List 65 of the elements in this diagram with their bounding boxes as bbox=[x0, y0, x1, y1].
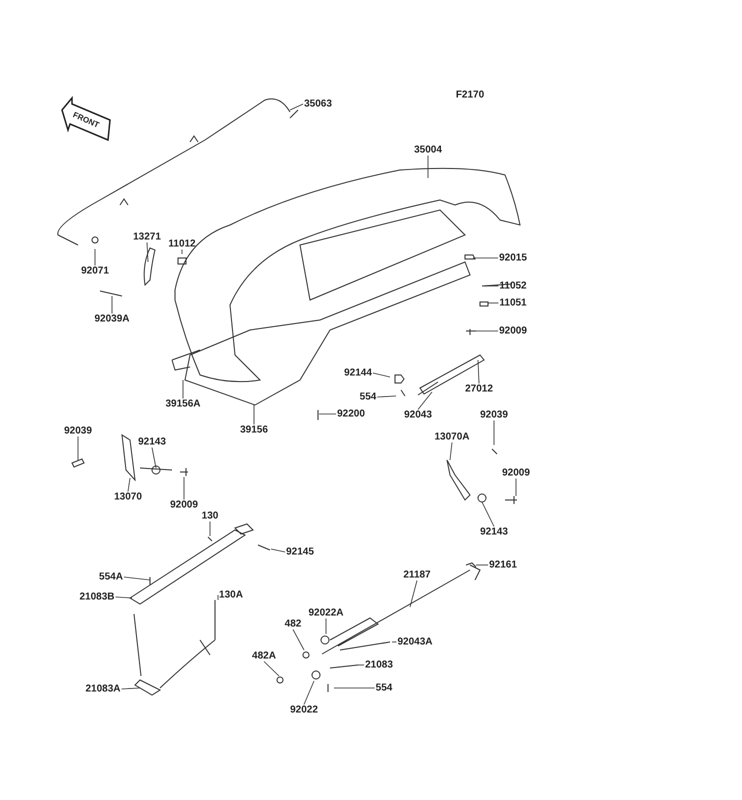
leader-line bbox=[128, 478, 130, 492]
part-number: 13271 bbox=[132, 232, 162, 242]
leader-line bbox=[450, 442, 452, 460]
leader-line bbox=[376, 396, 396, 398]
part-number: 11012 bbox=[167, 238, 197, 250]
part-number: 92039 bbox=[63, 426, 93, 436]
part-number: 21083 bbox=[364, 660, 394, 670]
part-number: 35004 bbox=[413, 144, 443, 156]
part-number: 92039A bbox=[93, 314, 131, 324]
part-number: 92022 bbox=[289, 704, 319, 716]
leader-line bbox=[418, 392, 432, 410]
leader-line bbox=[482, 502, 494, 527]
part-number: 92009 bbox=[169, 500, 199, 510]
leader-line bbox=[146, 242, 148, 262]
part-number: 21083A bbox=[84, 684, 122, 694]
leader-line bbox=[478, 360, 480, 384]
part-number: 482 bbox=[284, 618, 302, 630]
leader-line bbox=[152, 447, 156, 468]
part-number: 92144 bbox=[343, 368, 373, 378]
part-number: 11051 bbox=[498, 298, 528, 308]
part-number: 13070A bbox=[433, 432, 471, 442]
part-number: 92022A bbox=[307, 608, 345, 618]
part-number: 92015 bbox=[498, 252, 528, 264]
part-number: 35063 bbox=[303, 98, 333, 110]
part-number: 92043A bbox=[396, 636, 434, 648]
leader-line bbox=[476, 330, 498, 332]
leader-line bbox=[488, 302, 499, 304]
leader-line bbox=[290, 104, 304, 110]
leader-line bbox=[304, 680, 314, 705]
part-number: 21083B bbox=[78, 592, 116, 602]
part-number: 92200 bbox=[336, 408, 366, 420]
leader-line bbox=[358, 664, 364, 666]
part-number: 554A bbox=[98, 572, 124, 582]
leader-line bbox=[121, 688, 140, 690]
part-number: 11052 bbox=[498, 280, 528, 292]
figure-code: F2170 bbox=[454, 90, 486, 100]
part-number: 92039 bbox=[479, 410, 509, 420]
part-number: 27012 bbox=[464, 384, 494, 394]
part-number: 554 bbox=[374, 682, 394, 694]
leader-line bbox=[476, 564, 488, 566]
part-number: 130A bbox=[218, 590, 244, 600]
part-number: 92043 bbox=[403, 410, 433, 420]
leader-line bbox=[270, 548, 286, 552]
part-number: 554 bbox=[358, 392, 378, 402]
part-number: 92071 bbox=[80, 266, 110, 276]
part-number: 13070 bbox=[113, 492, 143, 502]
leader-line bbox=[124, 576, 150, 580]
leader-line bbox=[94, 248, 96, 266]
part-number: 39156A bbox=[164, 398, 202, 410]
part-number: 92161 bbox=[488, 560, 518, 570]
leader-line bbox=[292, 629, 304, 650]
part-number: 92143 bbox=[137, 436, 167, 448]
part-number: 92009 bbox=[501, 468, 531, 478]
part-number: 21187 bbox=[402, 570, 432, 580]
part-number: 92145 bbox=[285, 546, 315, 558]
part-number: 39156 bbox=[239, 424, 269, 436]
leader-line bbox=[264, 661, 280, 676]
part-number: 130 bbox=[200, 510, 220, 522]
leader-line bbox=[182, 380, 184, 399]
leader-line bbox=[115, 596, 132, 598]
part-number: 92143 bbox=[479, 526, 509, 538]
part-number: 482A bbox=[251, 650, 277, 662]
leader-line bbox=[372, 372, 390, 378]
part-number: 92009 bbox=[498, 326, 528, 336]
leader-line bbox=[410, 580, 418, 608]
